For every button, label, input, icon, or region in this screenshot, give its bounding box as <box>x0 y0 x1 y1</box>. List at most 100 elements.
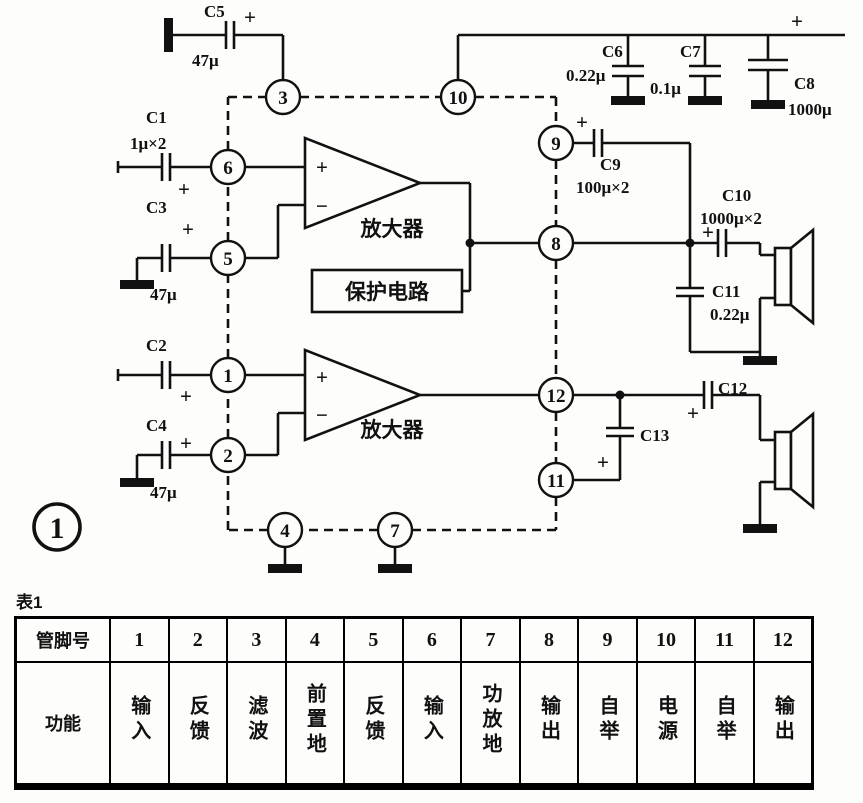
pin-number-row-header: 管脚号 <box>14 616 111 663</box>
c13-polarity-plus: + <box>597 450 609 474</box>
c6-value: 0.22μ <box>566 66 606 85</box>
pin-function-cell: 输入 <box>401 661 463 788</box>
c9-label: C9 <box>600 155 621 174</box>
c3-label: C3 <box>146 198 167 217</box>
amp2-label: 放大器 <box>360 418 425 442</box>
amplifier-1: + − 放大器 <box>303 136 425 241</box>
ground-icon <box>743 524 777 533</box>
c4-polarity-plus: + <box>180 431 192 455</box>
pin-1-number: 1 <box>223 366 233 387</box>
ground-icon <box>743 356 777 365</box>
ground-icon <box>688 96 722 105</box>
pin-function-text: 滤波 <box>244 695 267 745</box>
pin-8: 8 <box>537 224 575 262</box>
pin-11: 11 <box>537 461 575 499</box>
speaker-1-icon <box>773 227 815 326</box>
pin-function-table-block: 表1 管脚号 1 2 3 4 5 6 7 8 9 10 11 12 功能 输入 … <box>14 588 816 790</box>
capacitor-c6 <box>612 64 644 78</box>
pin-function-text: 反馈 <box>186 695 209 745</box>
capacitor-c8 <box>748 58 788 72</box>
pin-12: 12 <box>537 376 575 414</box>
pin-function-cell: 输出 <box>518 661 580 788</box>
c5-polarity-plus: + <box>244 5 256 29</box>
pin-10-number: 10 <box>449 88 468 109</box>
capacitor-c1 <box>160 153 172 181</box>
pin-function-cell: 滤波 <box>226 661 287 788</box>
pin-number-cell: 10 <box>635 616 697 663</box>
pin-number-cell: 4 <box>284 616 346 663</box>
pin-function-table: 管脚号 1 2 3 4 5 6 7 8 9 10 11 12 功能 输入 反馈 … <box>14 616 814 790</box>
pin-function-cell: 功放地 <box>460 661 521 788</box>
pin-4: 4 <box>266 511 304 549</box>
amp1-label: 放大器 <box>360 217 425 241</box>
protection-circuit-block: 保护电路 <box>310 268 464 314</box>
pin-function-text: 功放地 <box>478 682 501 758</box>
c5-label: C5 <box>204 2 225 21</box>
ground-icon <box>120 478 154 487</box>
pin-number-row: 管脚号 1 2 3 4 5 6 7 8 9 10 11 12 <box>14 616 814 663</box>
pin-number-cell: 9 <box>577 616 638 663</box>
pin-number-cell: 11 <box>694 616 755 663</box>
c8-label: C8 <box>794 74 815 93</box>
c3-value: 47μ <box>150 285 177 304</box>
c9-polarity-plus: + <box>576 110 588 134</box>
amp2-inverting-label: − <box>316 403 328 427</box>
amp2-noninverting-label: + <box>316 365 328 389</box>
ground-icon <box>268 564 302 573</box>
pin-function-cell: 输出 <box>752 661 814 788</box>
pin-5: 5 <box>209 239 247 277</box>
pin-function-row: 功能 输入 反馈 滤波 前置地 反馈 输入 功放地 输出 自举 电源 自举 输出 <box>14 661 814 788</box>
amplifier-circuit-schematic: + − 放大器 + − 放大器 保护电路 3 10 6 5 1 2 9 8 12… <box>32 2 845 573</box>
c10-value: 1000μ×2 <box>700 209 762 228</box>
pin-number-cell: 5 <box>343 616 404 663</box>
pin-12-number: 12 <box>547 386 566 407</box>
amp1-noninverting-label: + <box>316 155 328 179</box>
pin-2: 2 <box>209 436 247 474</box>
pin-function-cell: 反馈 <box>343 661 404 788</box>
c8-polarity-plus: + <box>791 9 803 33</box>
pin-2-number: 2 <box>223 446 233 467</box>
pin-function-text: 反馈 <box>361 695 384 745</box>
pin-function-text: 前置地 <box>303 682 326 758</box>
pin-number-cell: 6 <box>401 616 463 663</box>
figure-number: 1 <box>50 512 65 545</box>
amp1-inverting-label: − <box>316 194 328 218</box>
c13-label: C13 <box>640 426 669 445</box>
capacitor-plates <box>160 21 788 469</box>
pin-function-text: 输入 <box>127 695 150 745</box>
capacitor-c7 <box>689 64 721 78</box>
pin-4-number: 4 <box>280 521 290 542</box>
c11-label: C11 <box>712 282 740 301</box>
capacitor-c11 <box>676 286 704 298</box>
ic-boundary-dashed <box>226 95 558 532</box>
c9-value: 100μ×2 <box>576 178 629 197</box>
capacitor-c3 <box>160 244 172 272</box>
pin-6-number: 6 <box>223 158 233 179</box>
c7-label: C7 <box>680 42 701 61</box>
c12-label: C12 <box>718 379 747 398</box>
c12-polarity-plus: + <box>687 401 699 425</box>
capacitor-c12 <box>702 381 714 409</box>
pin-8-number: 8 <box>551 234 561 255</box>
pin-function-text: 输出 <box>771 695 794 745</box>
c11-value: 0.22μ <box>710 305 750 324</box>
pin-function-text: 自举 <box>596 695 619 745</box>
pin-number-cell: 8 <box>518 616 580 663</box>
pin-11-number: 11 <box>547 471 565 492</box>
pin-9: 9 <box>537 124 575 162</box>
protection-circuit-label: 保护电路 <box>344 280 430 304</box>
ground-icon <box>378 564 412 573</box>
pin-function-cell: 前置地 <box>284 661 346 788</box>
c2-label: C2 <box>146 336 167 355</box>
pin-5-number: 5 <box>223 249 233 270</box>
pin-function-cell: 自举 <box>694 661 755 788</box>
pin-number-cell: 1 <box>109 616 170 663</box>
pin-function-text: 电源 <box>654 695 677 745</box>
pin-10: 10 <box>439 78 477 116</box>
pin-6: 6 <box>209 148 247 186</box>
pin-function-row-header: 功能 <box>14 661 111 788</box>
c4-value: 47μ <box>150 483 177 502</box>
c1-polarity-plus: + <box>178 177 190 201</box>
c10-polarity-plus: + <box>702 220 714 244</box>
